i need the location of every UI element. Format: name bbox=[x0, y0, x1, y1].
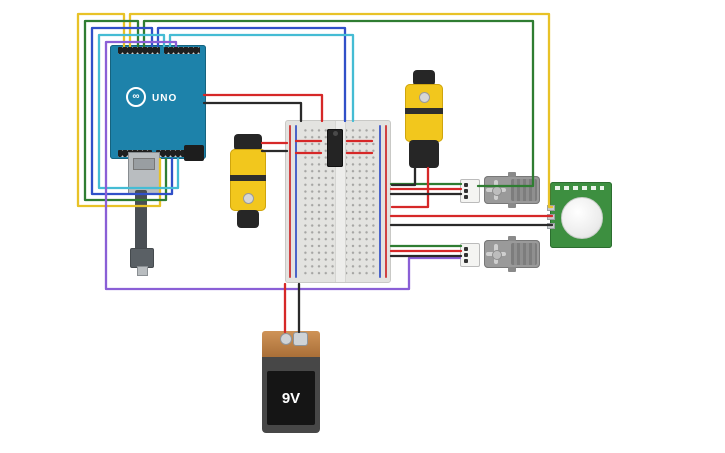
motor-strap bbox=[405, 108, 443, 114]
motor-shaft bbox=[243, 193, 254, 204]
digital-header-right bbox=[164, 47, 200, 54]
analog-header bbox=[156, 150, 200, 157]
arduino-logo: ∞ bbox=[126, 87, 146, 107]
wire-cyan-loop-left[interactable] bbox=[97, 33, 180, 190]
servo-body bbox=[484, 236, 540, 272]
motor-shaft-mount bbox=[413, 70, 435, 86]
motor-can bbox=[409, 140, 439, 168]
ic-notch bbox=[332, 131, 338, 136]
rail-blue-right bbox=[379, 125, 381, 278]
wire-green-loop-left[interactable] bbox=[83, 19, 168, 202]
servo-body bbox=[484, 172, 540, 208]
motor-shaft-mount bbox=[237, 210, 259, 228]
digital-header-left bbox=[118, 47, 160, 54]
wire-black-motor-top[interactable] bbox=[390, 166, 417, 187]
micro-servo-top[interactable] bbox=[458, 172, 542, 208]
servo-hub bbox=[492, 250, 502, 260]
battery-positive-terminal bbox=[280, 333, 292, 345]
dc-motor-left[interactable] bbox=[230, 134, 266, 228]
dc-motor-top[interactable] bbox=[404, 70, 444, 168]
servo-connector bbox=[460, 179, 480, 203]
wire-yellow-loop-left[interactable] bbox=[76, 12, 162, 208]
servo-mount-tab bbox=[508, 236, 516, 241]
wire-yellow-to-pir[interactable] bbox=[128, 12, 554, 209]
wire-red-arduino-breadboard[interactable] bbox=[202, 93, 324, 123]
servo-grill bbox=[511, 243, 537, 265]
rail-red-left bbox=[289, 125, 291, 278]
wire-black-arduino-breadboard[interactable] bbox=[202, 101, 303, 123]
motor-gearbox bbox=[405, 84, 443, 142]
motor-can bbox=[234, 134, 262, 151]
servo-mount-tab bbox=[508, 267, 516, 272]
pir-sensor[interactable] bbox=[547, 182, 612, 248]
usb-cable-tip bbox=[137, 266, 148, 276]
servo-mount-tab bbox=[508, 172, 516, 177]
wire-green-to-servo-top[interactable] bbox=[142, 19, 535, 188]
wire-blue-to-breadboard[interactable] bbox=[156, 26, 347, 123]
motor-shaft bbox=[419, 92, 430, 103]
battery-9v[interactable]: 9V bbox=[262, 331, 320, 433]
servo-connector bbox=[460, 243, 480, 267]
pir-silkscreen-label bbox=[555, 186, 604, 190]
wire-red-motor-top[interactable] bbox=[390, 166, 430, 209]
battery-voltage-label: 9V bbox=[267, 371, 315, 425]
rail-red-right bbox=[385, 125, 387, 278]
wire-purple-to-servo2[interactable] bbox=[104, 40, 462, 291]
pir-dome bbox=[561, 197, 603, 239]
power-jack bbox=[184, 145, 204, 161]
rail-blue-left bbox=[295, 125, 297, 278]
ic-chip[interactable] bbox=[327, 129, 343, 167]
wire-cyan-to-breadboard[interactable] bbox=[168, 33, 355, 123]
servo-mount-tab bbox=[508, 203, 516, 208]
servo-grill bbox=[511, 179, 537, 201]
battery-negative-terminal bbox=[293, 332, 308, 346]
micro-servo-bottom[interactable] bbox=[458, 236, 542, 272]
arduino-uno-label: UNO bbox=[152, 93, 178, 104]
usb-port-opening bbox=[133, 158, 155, 170]
motor-gearbox bbox=[230, 149, 266, 211]
motor-strap bbox=[230, 175, 266, 181]
breadboard-center-channel bbox=[335, 121, 346, 282]
breadboard[interactable] bbox=[285, 120, 391, 283]
